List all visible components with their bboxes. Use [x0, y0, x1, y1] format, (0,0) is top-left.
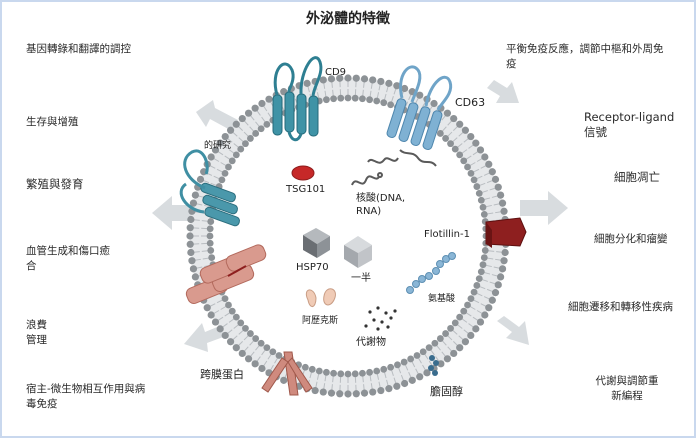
hsp70-cube: [303, 228, 330, 258]
diagram-title: 外泌體的特徵: [306, 11, 390, 27]
label-transmembrane: 跨膜蛋白: [200, 368, 244, 381]
arrow-right-mid: [520, 191, 568, 225]
label-reproduction: 繁殖與發育: [26, 177, 84, 191]
cd9-protein: [272, 56, 323, 142]
transmembrane-protein: [185, 244, 267, 304]
label-apoptosis: 細胞凋亡: [614, 170, 660, 184]
tsg101-protein: [291, 165, 315, 181]
label-cholesterol: 膽固醇: [430, 385, 463, 398]
half-cube: [344, 236, 372, 268]
label-receptor-ligand: Receptor-ligand信號: [584, 110, 675, 139]
label-nucleic-acid: 核酸(DNA, RNA): [356, 193, 406, 217]
cholesterol-molecule: [428, 355, 439, 376]
label-amino-acid: 氨基酸: [428, 294, 456, 304]
label-migration: 細胞遷移和轉移性疾病: [568, 301, 673, 313]
label-research: 的研究: [204, 141, 232, 151]
label-angiogenesis: 血管生成和傷口癒合: [26, 245, 110, 272]
label-waste-management: 浪費管理: [26, 319, 47, 346]
label-host-microbe: 宿主-微生物相互作用與病毒免疫: [26, 383, 146, 410]
label-half: 一半: [351, 273, 371, 284]
label-metabolites: 代謝物: [356, 337, 386, 348]
function-arrows: [152, 80, 568, 352]
research-protein: [179, 149, 240, 227]
label-flotillin: Flotillin-1: [424, 229, 470, 240]
arrow-right-top: [487, 80, 519, 103]
cd63-protein: [386, 65, 453, 151]
label-metabolic-reprogramming: 代謝與調節重新編程: [595, 375, 659, 402]
arrow-left-mid: [152, 196, 200, 230]
arrow-right-bottom: [497, 316, 529, 345]
label-cd9: CD9: [325, 67, 347, 78]
metabolites-dots: [364, 306, 397, 331]
label-alix: 阿歷克斯: [302, 316, 339, 326]
label-gene-regulation: 基因轉錄和翻譯的調控: [26, 43, 131, 55]
label-immune-balance: 平衡免疫反應，調節中樞和外周免疫: [506, 43, 664, 70]
alix-protein: [305, 288, 336, 307]
arrow-left-bottom: [184, 323, 226, 352]
receptor-protein: [261, 351, 313, 396]
label-hsp70: HSP70: [296, 262, 329, 273]
label-cd63: CD63: [455, 96, 486, 109]
flotillin-protein: [485, 217, 527, 248]
label-survival: 生存與增殖: [26, 116, 79, 128]
arrow-left-top: [196, 100, 238, 131]
nucleic-acid-strands: [351, 149, 437, 186]
amino-acid-chain: [406, 252, 456, 294]
label-tsg101: TSG101: [286, 184, 326, 195]
label-differentiation: 細胞分化和瘤變: [594, 233, 668, 245]
